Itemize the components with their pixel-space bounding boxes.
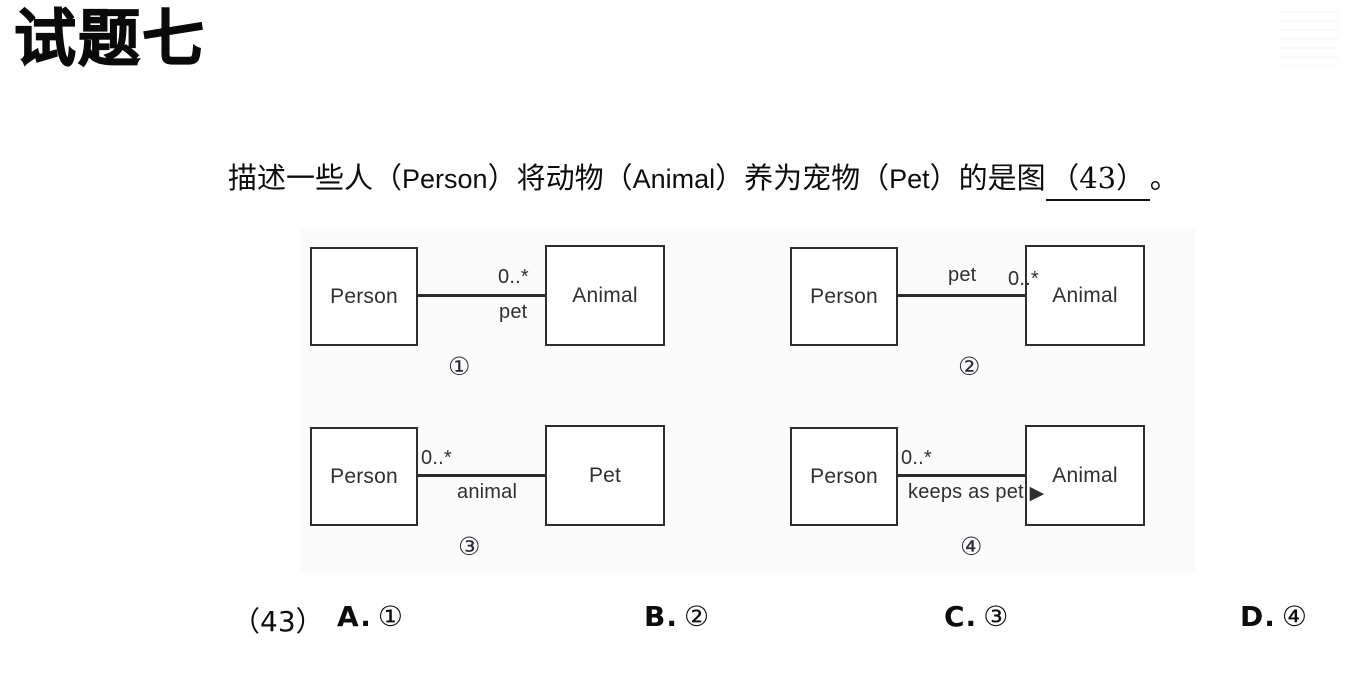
association-line (417, 474, 547, 477)
uml-class-box-animal: Animal (545, 245, 665, 346)
option-d[interactable]: D.④ (1240, 600, 1307, 633)
multiplicity-label: 0..* (498, 266, 529, 288)
option-b-value: ② (683, 600, 710, 633)
question-text-prefix: 描述一些人（ (228, 161, 403, 195)
multiplicity-label: 0..* (901, 447, 932, 469)
association-line (897, 474, 1027, 477)
option-a-key: A. (337, 600, 372, 633)
figure-marker-4: ④ (960, 532, 983, 561)
question-text-mid1: ）将动物（ (487, 161, 633, 195)
multiplicity-label: 0..* (1008, 268, 1039, 290)
option-b[interactable]: B.② (644, 600, 709, 633)
uml-class-box-pet: Pet (545, 425, 665, 526)
figure-marker-2: ② (958, 352, 981, 381)
uml-class-box-animal: Animal (1025, 425, 1145, 526)
figure-marker-3: ③ (458, 532, 481, 561)
multiplicity-label: 0..* (421, 447, 452, 469)
question-period: 。 (1149, 161, 1179, 195)
uml-class-box-person: Person (310, 247, 418, 346)
association-line (417, 294, 547, 297)
question-term-animal: Animal (632, 164, 716, 194)
option-question-number: （43） (232, 605, 324, 638)
option-a-value: ① (377, 600, 403, 633)
uml-class-box-person: Person (310, 427, 418, 526)
question-term-pet: Pet (889, 164, 930, 194)
option-c-value: ③ (983, 600, 1009, 633)
page-title: 试题七 (13, 2, 207, 75)
role-label-with-direction: keeps as pet ▶ (908, 481, 1044, 504)
question-text-suffix: ）的是图 (929, 161, 1046, 195)
role-label: pet (948, 264, 977, 286)
association-line (897, 294, 1027, 297)
uml-class-box-person: Person (790, 427, 898, 526)
role-label: animal (457, 481, 518, 503)
role-label: pet (499, 301, 528, 323)
uml-class-box-animal: Animal (1025, 245, 1145, 346)
option-d-value: ④ (1281, 600, 1307, 633)
role-label-text: keeps as pet (908, 481, 1024, 503)
option-b-key: B. (644, 600, 678, 633)
uml-diagram-panel: Person Animal 0..* pet ① Person Animal p… (300, 228, 1195, 573)
navigability-arrow-icon: ▶ (1029, 483, 1045, 504)
question-stem: 描述一些人（Person）将动物（Animal）养为宠物（Pet）的是图（43）… (228, 160, 1179, 201)
option-a[interactable]: A.① (337, 600, 403, 633)
option-c[interactable]: C.③ (944, 600, 1008, 633)
option-c-key: C. (944, 600, 978, 633)
question-term-person: Person (402, 164, 488, 194)
document-watermark-icon (1279, 6, 1339, 66)
question-blank-slot: （43） (1045, 160, 1150, 201)
figure-marker-1: ① (448, 352, 471, 381)
answer-options-row: （43） A.① B.② C.③ D.④ (232, 600, 1307, 644)
question-text-mid2: ）养为宠物（ (715, 161, 890, 195)
option-d-key: D. (1240, 600, 1276, 633)
uml-class-box-person: Person (790, 247, 898, 346)
